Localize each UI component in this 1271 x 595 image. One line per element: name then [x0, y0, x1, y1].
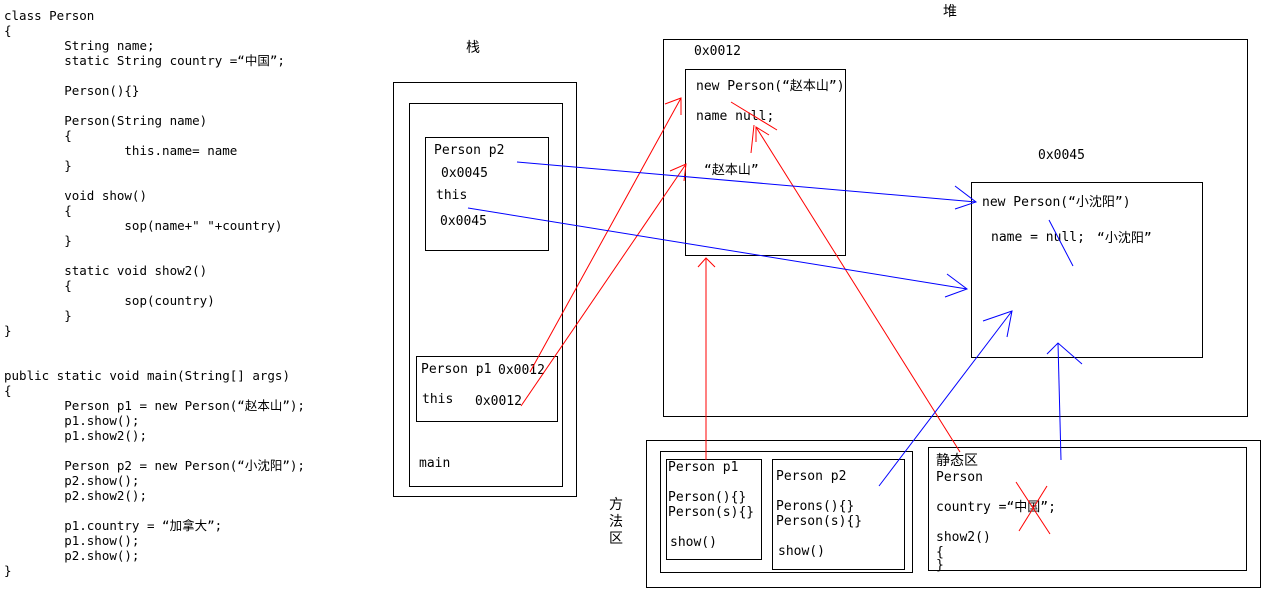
- code-line: {: [4, 23, 12, 38]
- static-brace-close: }: [936, 558, 944, 573]
- code-line: sop(name+" "+country): [4, 218, 283, 233]
- code-line: Person(String name): [4, 113, 208, 128]
- code-line: public static void main(String[] args): [4, 368, 290, 383]
- code-line: Person p1 = new Person(“赵本山”);: [4, 398, 305, 413]
- code-line: [4, 248, 305, 263]
- code-line: String name;: [4, 38, 155, 53]
- heap-obj1-value: “赵本山”: [704, 163, 759, 178]
- code-line: p1.show2();: [4, 428, 147, 443]
- code-line: }: [4, 323, 12, 338]
- code-line: class Person: [4, 8, 95, 23]
- static-area-title: 静态区: [936, 453, 978, 469]
- method-p2-show: show(): [778, 544, 825, 559]
- code-line: }: [4, 563, 12, 578]
- code-line: p1.show();: [4, 413, 140, 428]
- heap-obj2-address: 0x0045: [1038, 148, 1085, 163]
- code-line: [4, 443, 305, 458]
- code-line: }: [4, 158, 72, 173]
- code-line: static void show2(): [4, 263, 208, 278]
- method-p1-title: Person p1: [668, 460, 739, 475]
- code-line: p1.country = “加拿大”;: [4, 518, 223, 533]
- code-line: p2.show();: [4, 473, 140, 488]
- method-area-title-char-2: 法: [609, 514, 623, 530]
- stack-p1-label: Person p1: [421, 362, 492, 377]
- stack-p1-address: 0x0012: [498, 363, 545, 378]
- static-country-field: country =“中国”;: [936, 500, 1056, 515]
- method-p1-ctor2: Person(s){}: [668, 505, 755, 520]
- heap-obj1-ctor: new Person(“赵本山”): [696, 79, 845, 94]
- code-line: void show(): [4, 188, 147, 203]
- method-p2-title: Person p2: [776, 469, 847, 484]
- code-line: Person(){}: [4, 83, 140, 98]
- method-area-p1: [666, 459, 762, 560]
- code-line: sop(country): [4, 293, 215, 308]
- static-brace-open: {: [936, 545, 944, 560]
- source-code: class Person{ String name; static String…: [4, 8, 305, 578]
- method-area-title-char-1: 方: [609, 497, 623, 513]
- code-line: }: [4, 233, 72, 248]
- stack-title: 栈: [466, 40, 480, 56]
- method-area-title: 方 法 区: [608, 497, 624, 548]
- stack-p2-label: Person p2: [434, 143, 505, 158]
- code-line: [4, 68, 305, 83]
- method-area-p2: [772, 459, 905, 570]
- heap-object-xiao: [971, 182, 1203, 358]
- static-class-name: Person: [936, 470, 983, 485]
- heap-obj1-address: 0x0012: [694, 44, 741, 59]
- code-line: Person p2 = new Person(“小沈阳”);: [4, 458, 305, 473]
- code-line: {: [4, 383, 12, 398]
- code-line: static String country =“中国”;: [4, 53, 285, 68]
- stack-p2-this-address: 0x0045: [440, 214, 487, 229]
- code-line: p1.show();: [4, 533, 140, 548]
- main-frame-label: main: [419, 456, 451, 471]
- code-line: [4, 338, 305, 353]
- stack-p1-this-label: this: [422, 392, 454, 407]
- code-line: [4, 173, 305, 188]
- code-line: {: [4, 278, 72, 293]
- code-line: p2.show();: [4, 548, 140, 563]
- stack-p2-this-label: this: [436, 188, 468, 203]
- code-line: [4, 353, 305, 368]
- code-line: {: [4, 203, 72, 218]
- code-line: }: [4, 308, 72, 323]
- method-p1-ctor1: Person(){}: [668, 490, 747, 505]
- stack-p1-this-address: 0x0012: [475, 394, 522, 409]
- code-line: [4, 503, 305, 518]
- stack-p2-address: 0x0045: [441, 166, 488, 181]
- method-area-title-char-3: 区: [609, 531, 623, 547]
- heap-title: 堆: [943, 4, 957, 20]
- heap-obj2-value: “小沈阳”: [1097, 231, 1152, 246]
- code-line: p2.show2();: [4, 488, 147, 503]
- code-line: {: [4, 128, 72, 143]
- heap-obj1-field: name null;: [696, 109, 775, 124]
- code-line: [4, 98, 305, 113]
- static-area: [928, 447, 1247, 571]
- code-line: this.name= name: [4, 143, 238, 158]
- heap-obj2-field: name = null;: [991, 230, 1085, 245]
- static-show2: show2(): [936, 530, 991, 545]
- method-p2-ctor1: Perons(){}: [776, 499, 855, 514]
- method-p2-ctor2: Person(s){}: [776, 514, 863, 529]
- method-p1-show: show(): [670, 535, 717, 550]
- heap-obj2-ctor: new Person(“小沈阳”): [982, 195, 1131, 210]
